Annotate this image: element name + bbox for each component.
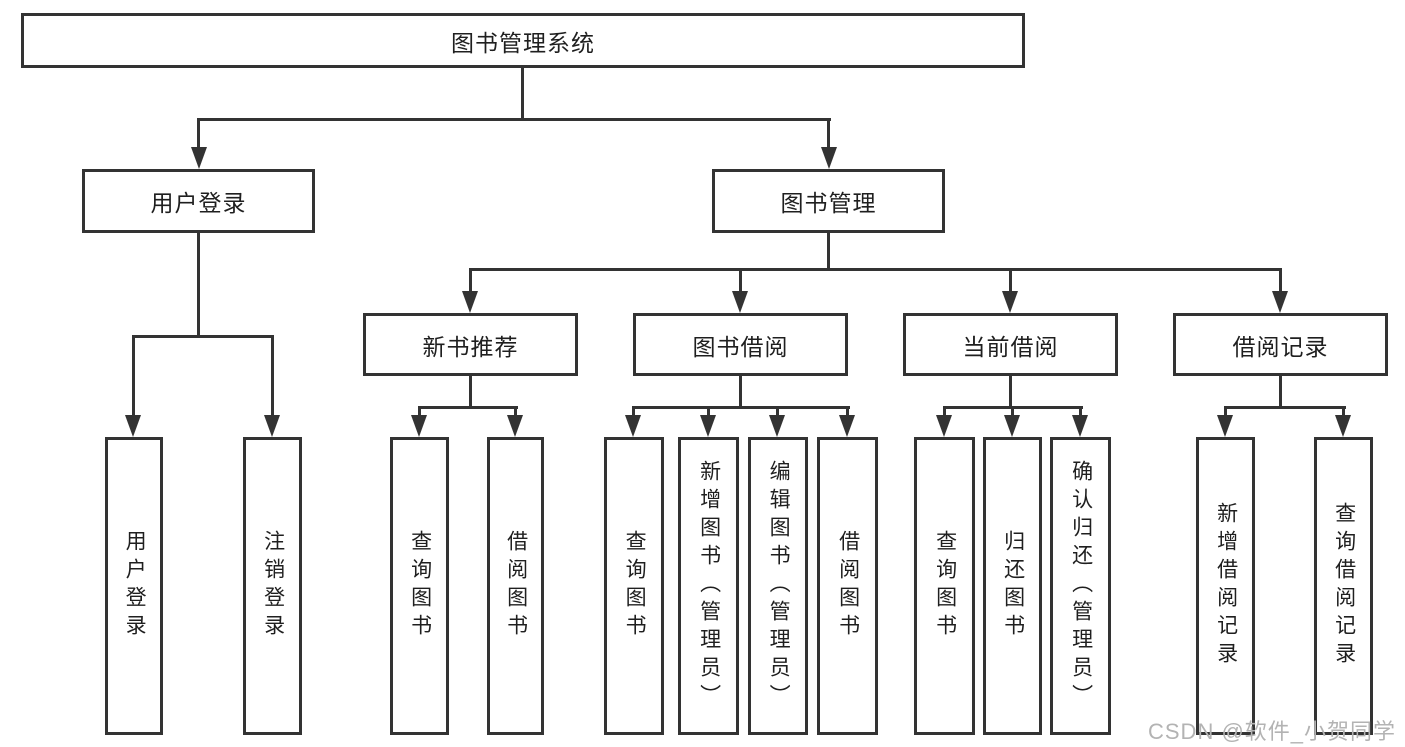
connector-current-stub <box>1009 376 1012 406</box>
connector-line <box>1079 406 1082 417</box>
arrowhead <box>1002 291 1018 313</box>
connector-line <box>1009 268 1012 291</box>
node-library-management-system: 图书管理系统 <box>21 13 1025 68</box>
connector-line <box>271 335 274 415</box>
connector-line <box>1011 406 1014 417</box>
leaf-current-query-books: 查询图书 <box>914 437 975 735</box>
leaf-label: 新增借阅记录 <box>1214 502 1238 670</box>
connector-line <box>827 118 830 148</box>
connector-root-stub <box>521 68 524 118</box>
leaf-label: 查询图书 <box>408 530 432 642</box>
leaf-label: 新增图书（管理员） <box>697 460 721 712</box>
connector-records-bar <box>1224 406 1346 409</box>
node-label: 当前借阅 <box>962 333 1059 360</box>
arrowhead <box>1072 415 1088 437</box>
node-book-borrowing: 图书借阅 <box>633 313 848 376</box>
arrowhead <box>507 415 523 437</box>
node-label: 图书借阅 <box>692 333 789 360</box>
connector-line <box>1342 406 1345 417</box>
arrowhead <box>191 147 207 169</box>
leaf-label: 借阅图书 <box>836 530 860 642</box>
arrowhead <box>700 415 716 437</box>
node-label: 借阅记录 <box>1232 333 1329 360</box>
connector-borrow-stub <box>739 376 742 406</box>
leaf-borrow-add-books-admin: 新增图书（管理员） <box>678 437 739 735</box>
connector-line <box>1224 406 1227 417</box>
arrowhead <box>821 147 837 169</box>
arrowhead <box>769 415 785 437</box>
connector-root-bar <box>198 118 831 121</box>
connector-line <box>469 268 472 291</box>
arrowhead <box>839 415 855 437</box>
leaf-current-return-books: 归还图书 <box>983 437 1042 735</box>
connector-mgmt-bar <box>469 268 1282 271</box>
leaf-label: 注销登录 <box>261 530 285 642</box>
arrowhead <box>936 415 952 437</box>
node-label: 新书推荐 <box>422 333 519 360</box>
connector-line <box>846 406 849 417</box>
node-new-book-recommend: 新书推荐 <box>363 313 578 376</box>
connector-newbook-bar <box>418 406 518 409</box>
connector-borrow-bar <box>632 406 850 409</box>
connector-line <box>197 118 200 148</box>
leaf-newbook-query-books: 查询图书 <box>390 437 449 735</box>
connector-line <box>943 406 946 417</box>
connector-newbook-stub <box>469 376 472 406</box>
connector-user-stub <box>197 233 200 335</box>
node-borrowing-records: 借阅记录 <box>1173 313 1388 376</box>
leaf-label: 确认归还（管理员） <box>1069 460 1093 712</box>
leaf-label: 编辑图书（管理员） <box>767 460 791 712</box>
node-user-login: 用户登录 <box>82 169 315 233</box>
connector-line <box>418 406 421 417</box>
connector-line <box>739 268 742 291</box>
arrowhead <box>462 291 478 313</box>
leaf-label: 查询图书 <box>623 530 647 642</box>
connector-records-stub <box>1279 376 1282 406</box>
connector-mgmt-stub <box>827 233 830 268</box>
leaf-label: 借阅图书 <box>504 530 528 642</box>
leaf-logout: 注销登录 <box>243 437 302 735</box>
leaf-records-query-record: 查询借阅记录 <box>1314 437 1373 735</box>
leaf-current-confirm-return-admin: 确认归还（管理员） <box>1050 437 1111 735</box>
arrowhead <box>1217 415 1233 437</box>
connector-line <box>632 406 635 417</box>
leaf-label: 归还图书 <box>1001 530 1025 642</box>
leaf-label: 用户登录 <box>123 530 147 642</box>
node-label: 用户登录 <box>150 190 247 216</box>
leaf-label: 查询图书 <box>933 530 957 642</box>
node-book-management: 图书管理 <box>712 169 945 233</box>
arrowhead <box>1272 291 1288 313</box>
leaf-records-add-record: 新增借阅记录 <box>1196 437 1255 735</box>
connector-user-bar <box>132 335 273 338</box>
connector-line <box>132 335 135 415</box>
connector-line <box>707 406 710 417</box>
arrowhead <box>411 415 427 437</box>
arrowhead <box>732 291 748 313</box>
arrowhead <box>264 415 280 437</box>
leaf-borrow-edit-books-admin: 编辑图书（管理员） <box>748 437 808 735</box>
connector-line <box>514 406 517 417</box>
leaf-label: 查询借阅记录 <box>1332 502 1356 670</box>
leaf-borrow-query-books: 查询图书 <box>604 437 664 735</box>
node-label: 图书管理 <box>780 190 877 216</box>
arrowhead <box>125 415 141 437</box>
leaf-borrow-borrow-books: 借阅图书 <box>817 437 878 735</box>
node-label: 图书管理系统 <box>451 29 595 56</box>
watermark: CSDN @软件_小贺同学 <box>1148 719 1397 744</box>
arrowhead <box>1004 415 1020 437</box>
arrowhead <box>1335 415 1351 437</box>
arrowhead <box>625 415 641 437</box>
node-current-borrowing: 当前借阅 <box>903 313 1118 376</box>
connector-line <box>1279 268 1282 291</box>
leaf-user-login: 用户登录 <box>105 437 163 735</box>
leaf-newbook-borrow-books: 借阅图书 <box>487 437 544 735</box>
connector-line <box>776 406 779 417</box>
